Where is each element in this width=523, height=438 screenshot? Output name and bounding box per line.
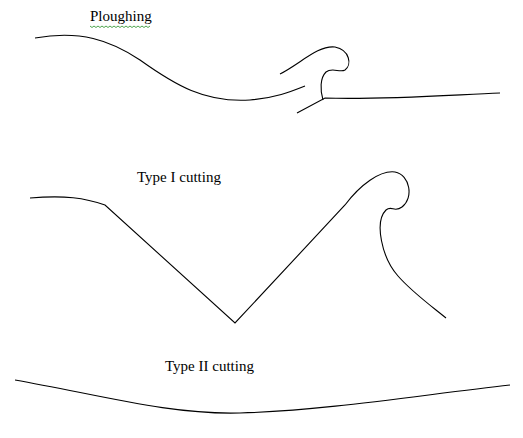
ploughing-lip	[280, 47, 349, 100]
process-label: Type I cutting	[137, 168, 221, 186]
spell-underline	[90, 26, 150, 28]
process-label: Type II cutting	[165, 357, 254, 375]
ploughing-base	[297, 93, 500, 113]
process-label: Ploughing	[90, 7, 152, 25]
type-one-profile	[30, 172, 446, 323]
type-two-profile	[15, 380, 510, 413]
ploughing-profile	[35, 35, 305, 100]
